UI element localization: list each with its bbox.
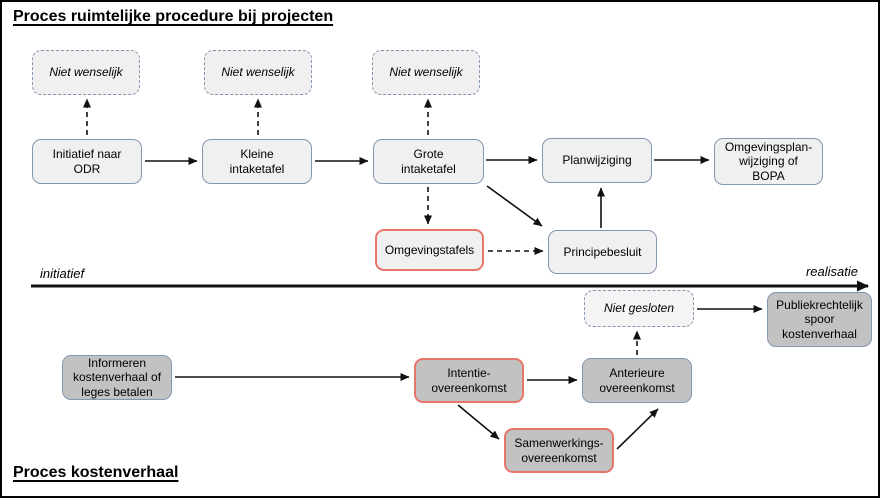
node-kleine-intaketafel: Kleine intaketafel [202,139,312,184]
node-planwijziging: Planwijziging [542,138,652,183]
node-anterieure-overeenkomst: Anterieure overeenkomst [582,358,692,403]
node-niet-wenselijk-1: Niet wenselijk [32,50,140,95]
bottom-section-title: Proces kostenverhaal [13,464,179,481]
node-omgevingsplanwijziging-of-bopa: Omgevingsplan- wijziging of BOPA [714,138,823,185]
node-publiekrechtelijk-spoor-kostenverhaal: Publiekrechtelijk spoor kostenverhaal [767,292,872,347]
node-niet-wenselijk-3: Niet wenselijk [372,50,480,95]
arrow-grote-to-principebesluit [486,185,543,227]
node-niet-wenselijk-2: Niet wenselijk [204,50,312,95]
node-grote-intaketafel: Grote intaketafel [373,139,484,184]
node-niet-gesloten: Niet gesloten [584,290,694,327]
node-initiatief-naar-odr: Initiatief naar ODR [32,139,142,184]
node-principebesluit: Principebesluit [548,230,657,274]
node-informeren-kostenverhaal: Informeren kostenverhaal of leges betale… [62,355,172,400]
node-intentie-overeenkomst: Intentie- overeenkomst [414,358,524,403]
arrow-intentie-to-samenwerkings [457,404,500,440]
top-section-title: Proces ruimtelijke procedure bij project… [13,8,334,25]
timeline-label-realisatie: realisatie [805,264,858,279]
node-omgevingstafels: Omgevingstafels [375,229,484,271]
arrow-samenwerkings-to-anterieure [616,408,659,450]
node-samenwerkings-overeenkomst: Samenwerkings- overeenkomst [504,428,614,473]
timeline-label-initiatief: initiatief [40,266,85,281]
